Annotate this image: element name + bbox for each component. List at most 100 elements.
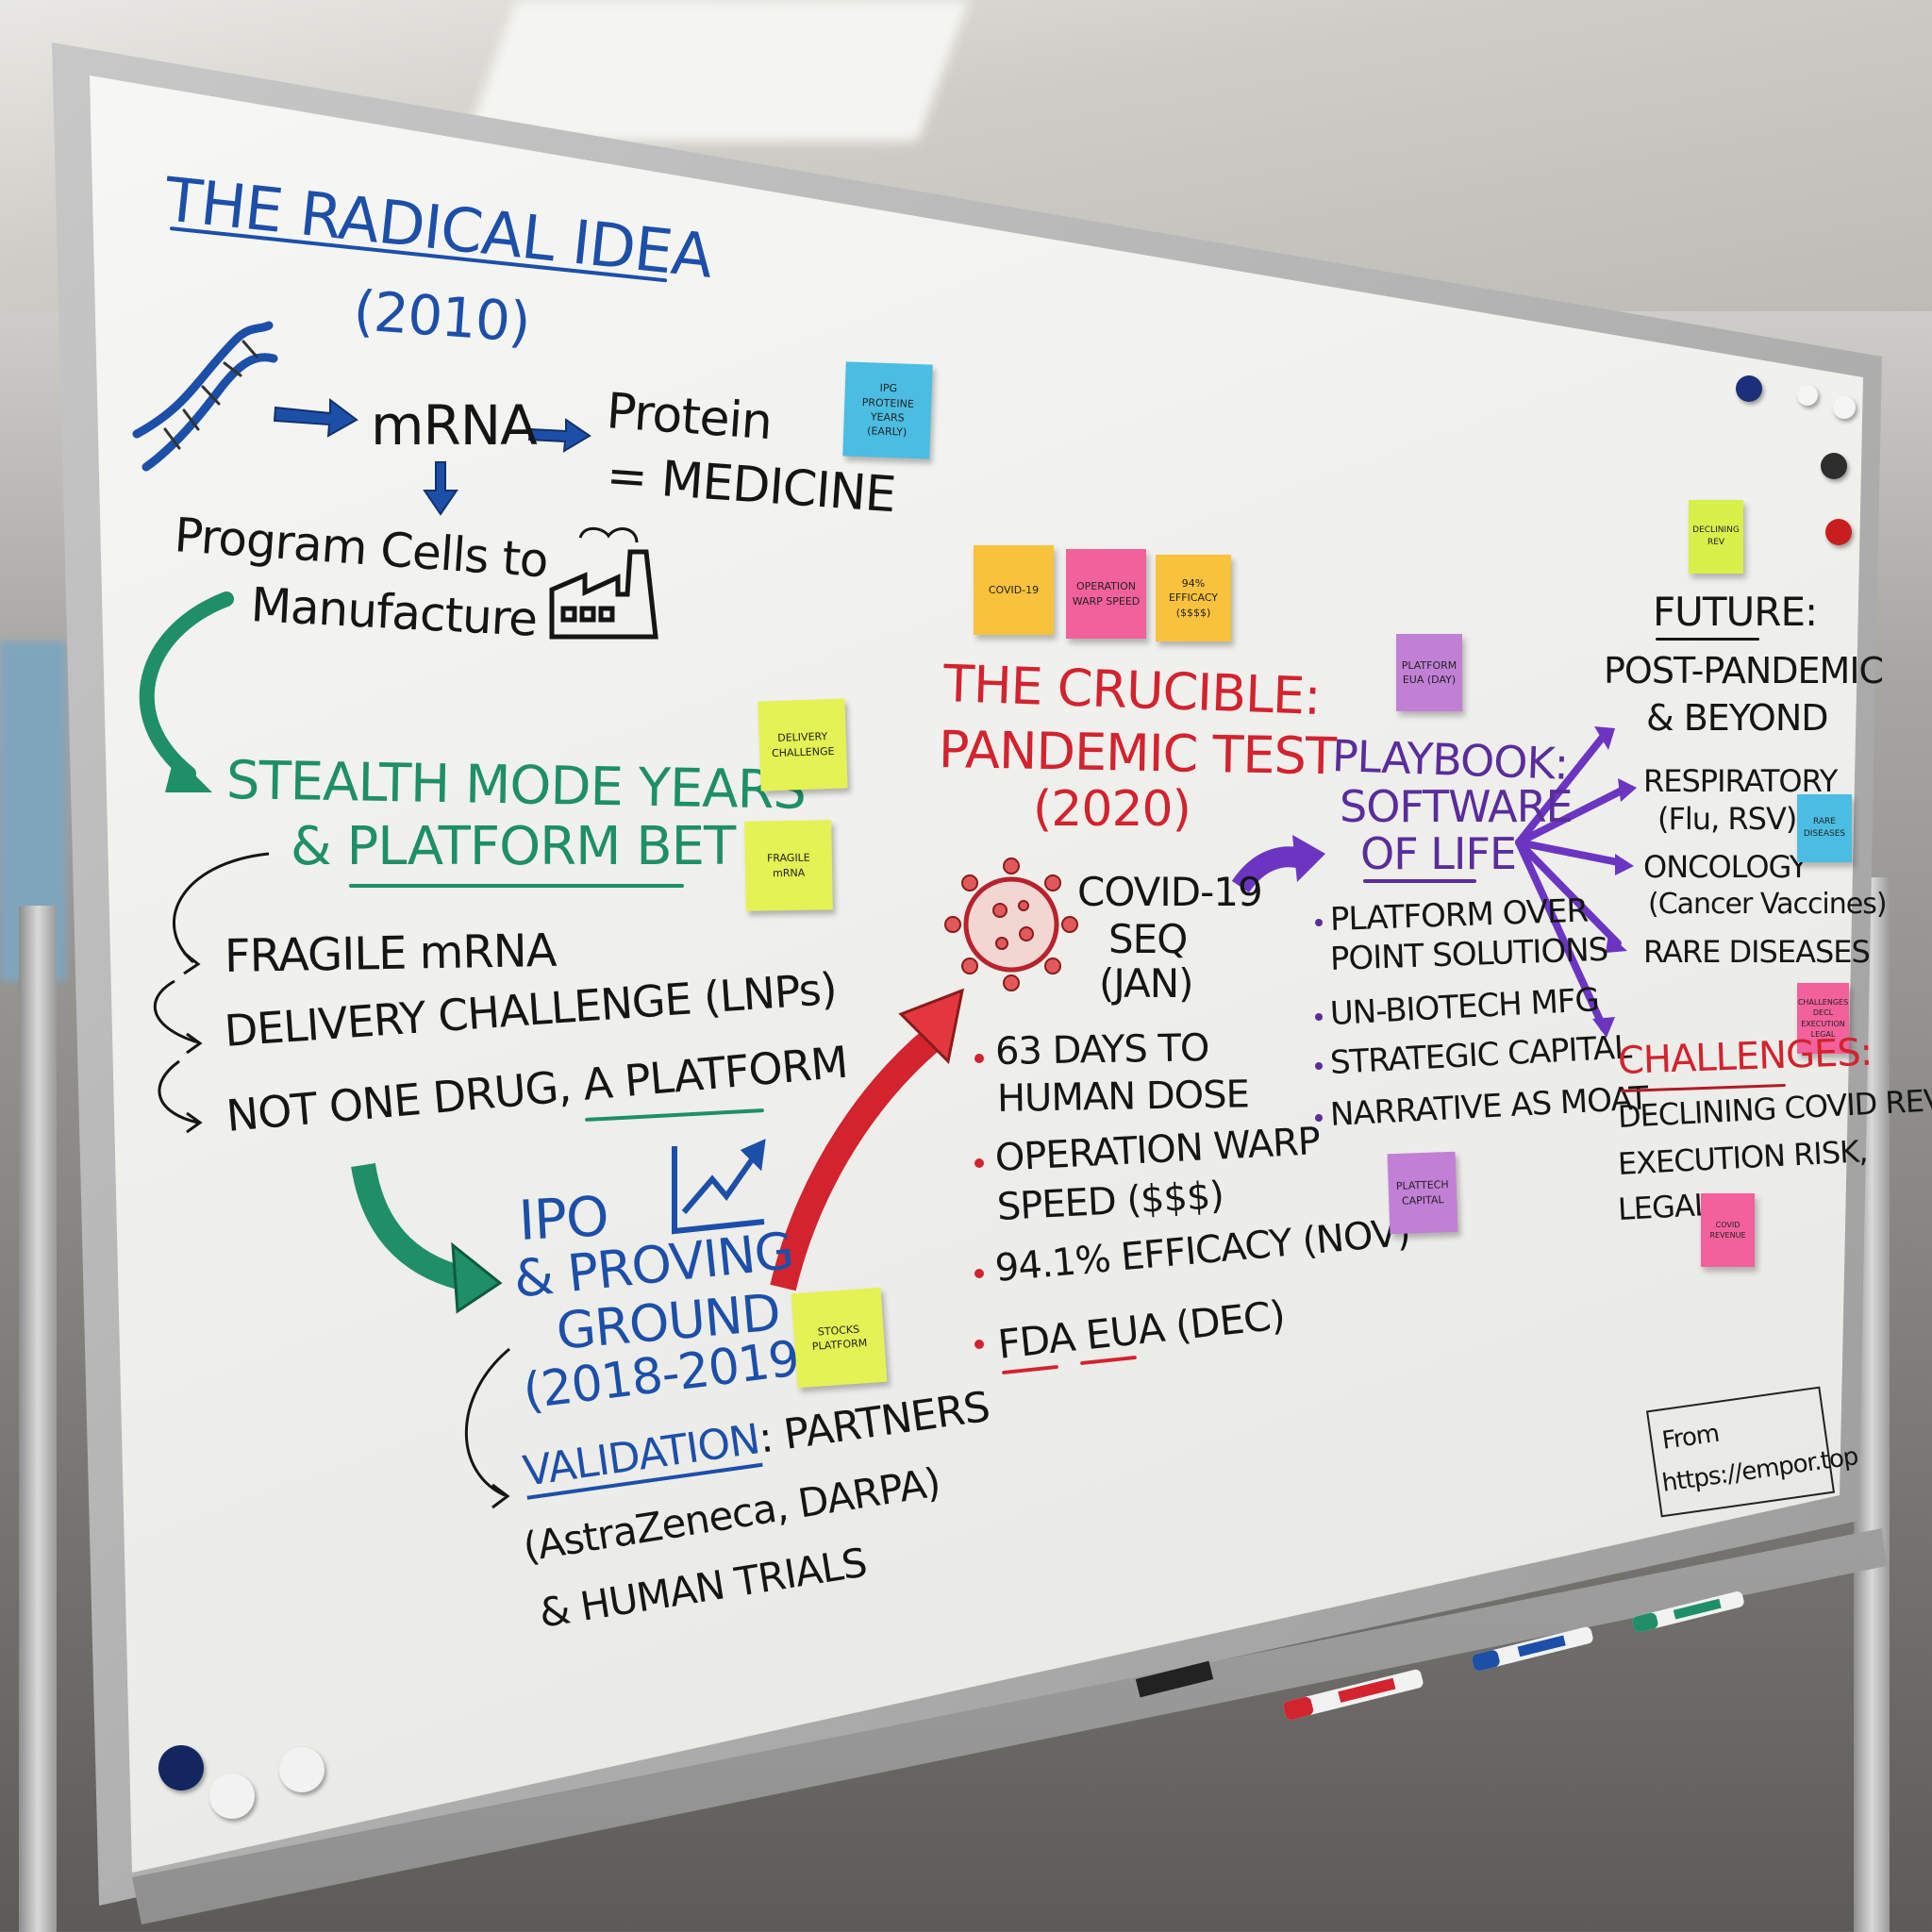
purple-bullets-icon — [1315, 919, 1323, 1122]
future-area: RARE DISEASES — [1643, 934, 1871, 970]
magnet-white[interactable] — [209, 1774, 255, 1819]
sticky-note-orange[interactable]: 94%EFFICACY($$$$) — [1156, 555, 1231, 641]
sticky-text: REVENUE — [1709, 1231, 1746, 1240]
future-line3: & BEYOND — [1646, 697, 1829, 739]
sticky-text: PROTEINE — [861, 395, 915, 410]
sticky-text: EXECUTION — [1801, 1019, 1845, 1028]
playbook-title-line3: OF LIFE — [1360, 828, 1517, 879]
stealth-title-line2: & PLATFORM BET — [291, 816, 736, 877]
stealth-underline — [349, 884, 684, 888]
protein-label: Protein — [604, 383, 774, 452]
playbook-bullet: PLATFORM OVER — [1329, 891, 1589, 939]
playbook-underline — [1363, 879, 1476, 883]
covid-seq-line1: COVID-19 — [1077, 869, 1263, 915]
sticky-note-orange[interactable]: COVID-19 — [974, 545, 1054, 635]
magnet-red[interactable] — [1825, 519, 1852, 545]
virus-icon — [944, 858, 1078, 991]
stealth-item: FRAGILE mRNA — [224, 924, 557, 983]
sticky-text: YEARS — [870, 410, 905, 425]
playbook-title-line1: PLAYBOOK: — [1331, 730, 1570, 790]
sticky-text: OPERATION — [1076, 580, 1136, 593]
sticky-text: IPG — [879, 381, 898, 395]
stealth-title-line1: STEALTH MODE YEARS — [225, 750, 807, 822]
blue-marker — [1472, 1626, 1593, 1672]
radical-idea-year: (2010) — [351, 278, 532, 355]
sticky-text: PLATFORM — [811, 1336, 868, 1354]
sticky-text: COVID-19 — [988, 583, 1040, 596]
sticky-text: CHALLENGES — [1797, 998, 1849, 1008]
future-title: FUTURE: — [1653, 589, 1818, 635]
sticky-text: ($$$$) — [1175, 606, 1211, 619]
ipo-title-line1: IPO — [517, 1184, 610, 1253]
playbook-bullet-cont: POINT SOLUTIONS — [1329, 930, 1608, 978]
magnet-white[interactable] — [279, 1747, 325, 1792]
sticky-text: COVID — [1715, 1220, 1740, 1229]
future-area: RESPIRATORY — [1643, 763, 1838, 799]
crucible-bullet-cont: HUMAN DOSE — [996, 1073, 1250, 1121]
future-area-detail: (Flu, RSV) — [1657, 801, 1797, 837]
covid-seq-line2: SEQ — [1108, 916, 1188, 962]
source-from: From — [1659, 1419, 1721, 1456]
sticky-text: DISEASES — [1803, 829, 1846, 839]
magnet-navy[interactable] — [158, 1745, 204, 1790]
future-area: ONCOLOGY — [1643, 849, 1807, 885]
red-growth-arrow-icon — [770, 1027, 942, 1291]
sticky-text: CAPITAL — [1401, 1192, 1444, 1208]
sticky-text: DECLINING — [1692, 525, 1740, 536]
purple-branch-arrows-icon — [1515, 732, 1631, 1032]
sticky-text: EUA (DAY) — [1402, 674, 1457, 686]
crucible-bullet: 63 DAYS TO — [994, 1026, 1209, 1074]
sticky-text: (EARLY) — [866, 425, 908, 440]
sticky-text: PLATFORM — [1401, 658, 1457, 672]
green-marker — [1632, 1591, 1744, 1633]
green-arrowhead-icon — [165, 755, 212, 792]
stand-pole-left — [19, 906, 57, 1932]
green-curve-arrow-icon — [139, 591, 234, 781]
sticky-note-blue[interactable]: RARE DISEASES — [1797, 794, 1852, 862]
future-line2: POST-PANDEMIC — [1604, 650, 1884, 691]
covid-seq-line3: (JAN) — [1099, 960, 1194, 1007]
dna-icon — [132, 321, 278, 472]
playbook-title-line2: SOFTWARE — [1340, 781, 1574, 832]
arrow-icon — [273, 398, 591, 516]
red-marker — [1283, 1669, 1424, 1720]
challenges-title: CHALLENGES: — [1617, 1030, 1873, 1083]
eraser — [1135, 1660, 1214, 1698]
challenge-item: LEGAL — [1617, 1186, 1711, 1227]
sticky-note-pink[interactable]: COVID REVENUE — [1701, 1193, 1755, 1267]
future-area-detail: (Cancer Vaccines) — [1648, 888, 1888, 921]
sticky-text: mRNA — [772, 866, 806, 879]
sticky-note-purple[interactable]: PLATFORM EUA (DAY) — [1396, 634, 1462, 711]
sticky-text: FRAGILE — [766, 851, 810, 865]
program-cells-line2: Manufacture — [249, 577, 539, 647]
mrna-label: mRNA — [371, 393, 538, 458]
sticky-text: WARP SPEED — [1072, 594, 1141, 608]
sticky-text: DECL — [1812, 1008, 1834, 1018]
magnet-black[interactable] — [1821, 453, 1847, 479]
sticky-text: RARE — [1813, 817, 1836, 827]
sticky-text: 94% — [1181, 576, 1206, 590]
sticky-text: REV — [1707, 538, 1725, 547]
green-down-arrow-icon — [351, 1162, 466, 1291]
sticky-text: EFFICACY — [1168, 591, 1219, 605]
magnet-blue[interactable] — [1736, 375, 1762, 402]
factory-icon — [549, 526, 658, 640]
trend-chart-icon — [672, 1139, 766, 1235]
future-underline — [1656, 638, 1759, 641]
crucible-title-line1: THE CRUCIBLE: — [941, 654, 1322, 726]
crucible-title-line2: PANDEMIC TEST — [938, 720, 1337, 787]
sticky-note-green[interactable]: DECLINING REV — [1689, 500, 1743, 574]
crucible-bullet-cont: SPEED ($$$) — [995, 1174, 1225, 1229]
magnet-white[interactable] — [1833, 396, 1856, 419]
sticky-text: LEGAL — [1810, 1029, 1836, 1039]
magnet-white[interactable] — [1797, 385, 1818, 406]
sticky-text: CHALLENGE — [771, 744, 835, 759]
